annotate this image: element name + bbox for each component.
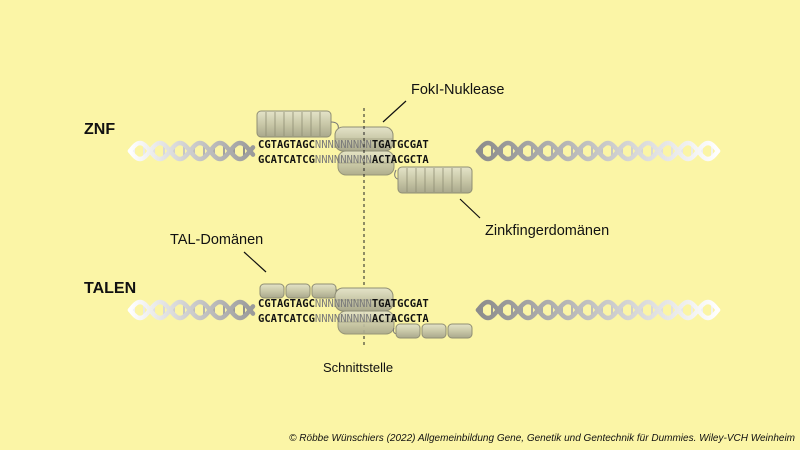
zinkfinger-pointer-line [459,198,481,219]
znf-row: ZNF CGTAGTAGCNNNNNNNNNTGATGCGAT [84,110,721,194]
fokl-nuclease-lower [337,150,395,176]
znf-sequence-bottom: GCATCATCGNNNNNNNNNACTACGCTA [258,154,429,166]
zinkfinger-label: Zinkfingerdomänen [485,223,609,239]
fokl-pointer-line [382,100,407,123]
zinc-finger-domain-upper [256,110,339,138]
dna-helix-left [127,140,256,162]
dna-strand [475,140,721,162]
talen-title: TALEN [84,280,136,297]
fokl-nuclease-upper-talen [334,287,394,312]
talen-row: TALEN CGTAGTAGCNNNNNNNNNTGATGCGAT GCATCA… [84,280,721,339]
znf-title: ZNF [84,121,115,138]
talen-sequence-bottom: GCATCATCGNNNNNNNNNACTACGCTA [258,313,429,325]
schnittstelle-label: Schnittstelle [323,360,393,375]
tal-pointer-line [243,251,267,273]
dna-strand [127,140,256,162]
zinc-finger-domain-lower [394,166,473,194]
dna-helix-right [475,140,721,162]
talen-sequence-top: CGTAGTAGCNNNNNNNNNTGATGCGAT [258,298,429,310]
copyright-credit: © Röbbe Wünschiers (2022) Allgemeinbildu… [289,433,795,444]
dna-strand [475,299,721,321]
dna-helix-left-talen [127,299,256,321]
dna-helix-right-talen [475,299,721,321]
fokl-nuclease-lower-talen [337,310,395,335]
tal-domains-label: TAL-Domänen [170,232,263,248]
fokl-nuclease-label: FokI-Nuklease [411,82,504,98]
tal-domains-upper [259,283,341,301]
tal-domains-lower [393,323,473,339]
znf-sequence-top: CGTAGTAGCNNNNNNNNNTGATGCGAT [258,139,429,151]
dna-strand [127,299,256,321]
